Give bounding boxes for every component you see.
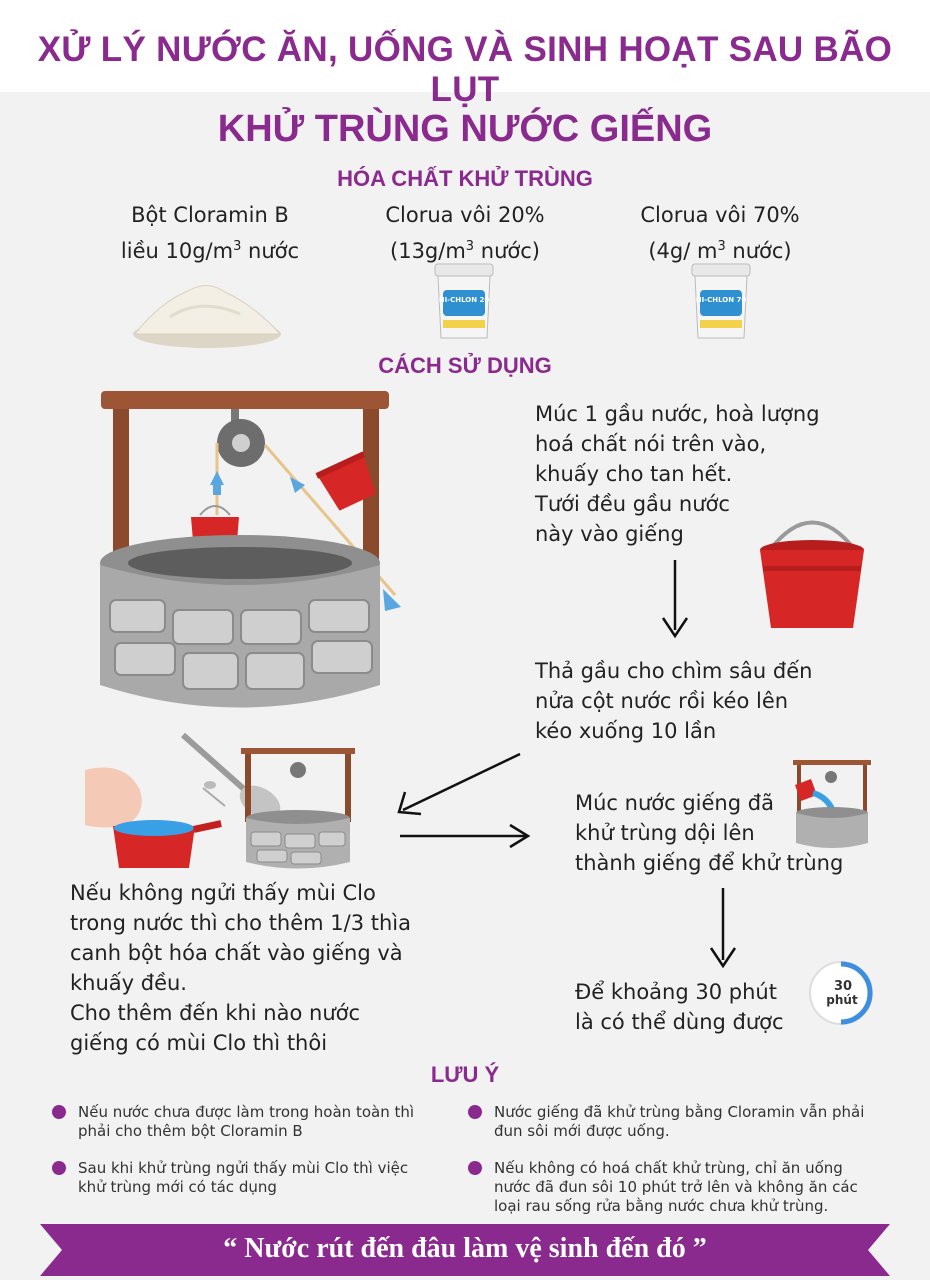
arrow-to-right <box>400 823 531 849</box>
chemical-dose: (4g/ m3 nước) <box>648 239 792 263</box>
slogan-text: “ Nước rút đến đâu làm vệ sinh đến đó ” <box>223 1233 707 1264</box>
bullet-dot <box>468 1161 482 1175</box>
main-title: KHỬ TRÙNG NƯỚC GIẾNG <box>217 108 713 150</box>
notes-heading: LƯU Ý <box>430 1062 500 1087</box>
chemical-clorua-70: Clorua vôi 70% (4g/ m3 nước) <box>590 200 850 267</box>
header-title: XỬ LÝ NƯỚC ĂN, UỐNG VÀ SINH HOẠT SAU BÃO… <box>37 30 893 109</box>
note-item: Nếu không có hoá chất khử trùng, chỉ ăn … <box>468 1159 914 1216</box>
chlorine-tub-70-image: HI-CHLON 70 <box>691 263 751 339</box>
header-bar <box>0 0 930 92</box>
slogan-banner <box>40 1224 890 1276</box>
step-left-text: Nếu không ngửi thấy mùi Clo trong nước t… <box>70 881 412 1055</box>
chemical-name: Clorua vôi 70% <box>640 203 800 227</box>
arrow-down-2 <box>709 888 737 969</box>
chemicals-heading: HÓA CHẤT KHỬ TRÙNG <box>337 166 593 191</box>
bullet-dot <box>52 1161 66 1175</box>
chemical-dose: (13g/m3 nước) <box>390 239 540 263</box>
step-2-text: Thả gầu cho chìm sâu đến nửa cột nước rồ… <box>535 659 813 743</box>
note-item: Nước giếng đã khử trùng bằng Cloramin vẫ… <box>468 1103 914 1141</box>
chemical-clorua-20: Clorua vôi 20% (13g/m3 nước) <box>335 200 595 267</box>
chemical-name: Clorua vôi 20% <box>385 203 545 227</box>
powder-pile-image <box>133 285 282 348</box>
smell-test-illustration <box>85 732 355 869</box>
timer-number: 30 <box>834 979 852 994</box>
red-bucket-image <box>760 520 864 628</box>
step-3-text: Múc nước giếng đã khử trùng dội lên thàn… <box>575 791 844 875</box>
bullet-dot <box>468 1105 482 1119</box>
step-4-text: Để khoảng 30 phút là có thể dùng được <box>575 980 784 1034</box>
chemical-name: Bột Cloramin B <box>131 203 289 227</box>
chlorine-tub-20-image: HI-CHLON 20 <box>434 263 494 339</box>
tub-label-70: HI-CHLON 70 <box>696 296 747 304</box>
note-item: Sau khi khử trùng ngửi thấy mùi Clo thì … <box>52 1159 473 1197</box>
arrow-to-left <box>397 752 521 816</box>
step-1-text: Múc 1 gầu nước, hoà lượng hoá chất nói t… <box>535 402 820 546</box>
well-illustration <box>100 391 401 708</box>
arrow-down-1 <box>661 560 689 639</box>
bullet-dot <box>52 1105 66 1119</box>
timer-unit: phút <box>826 993 858 1007</box>
tub-label-20: HI-CHLON 20 <box>439 296 490 304</box>
note-item: Nếu nước chưa được làm trong hoàn toàn t… <box>52 1103 473 1141</box>
small-well-image <box>793 760 871 848</box>
usage-heading: CÁCH SỬ DỤNG <box>378 353 552 378</box>
timer-30-icon: 30 phút <box>809 961 873 1025</box>
chemical-cloramin: Bột Cloramin B liều 10g/m3 nước <box>80 200 340 267</box>
chemical-dose: liều 10g/m3 nước <box>120 239 300 263</box>
